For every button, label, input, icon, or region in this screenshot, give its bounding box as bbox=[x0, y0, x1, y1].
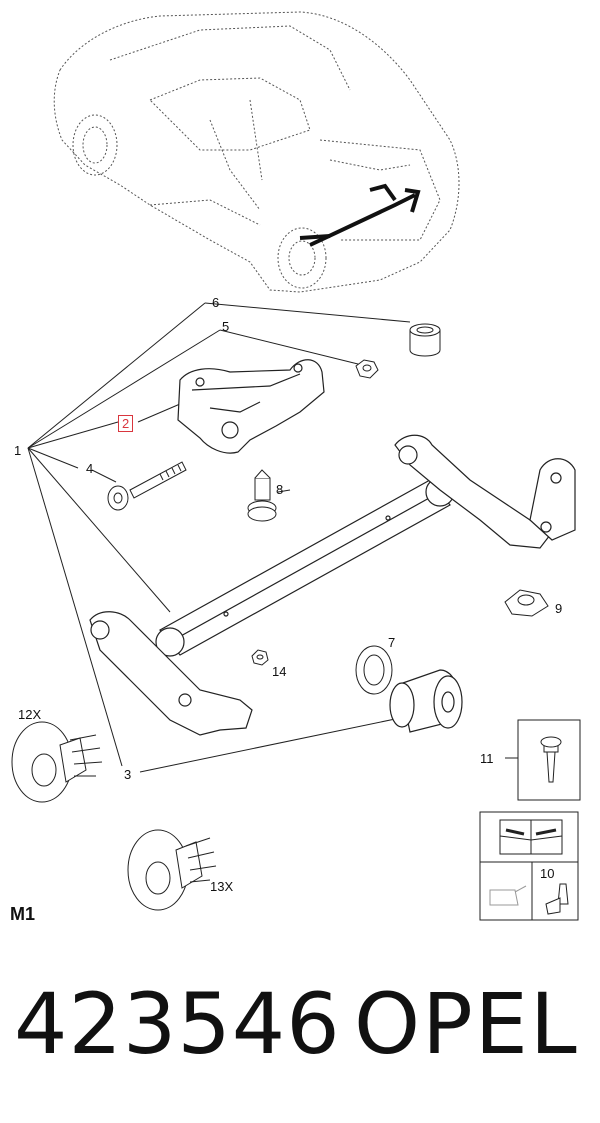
car-rear-axle-highlight bbox=[299, 183, 421, 247]
torsion-beam-axle bbox=[89, 434, 576, 736]
car-outline-illustration bbox=[53, 11, 460, 293]
service-info-box bbox=[479, 811, 579, 921]
callout-11: 11 bbox=[480, 751, 494, 766]
part-14-nut bbox=[251, 649, 269, 666]
part-number: 423546 bbox=[14, 975, 341, 1073]
part-3-bush bbox=[389, 669, 463, 733]
part-7-washer bbox=[355, 645, 393, 695]
brand-name: OPEL bbox=[354, 975, 579, 1073]
wrench-book-icon bbox=[499, 819, 563, 855]
part-8-bolt bbox=[247, 469, 277, 522]
callout-14: 14 bbox=[272, 664, 287, 679]
callout-9: 9 bbox=[555, 601, 563, 616]
callout-5: 5 bbox=[222, 319, 230, 334]
callout-13x: 13X bbox=[210, 879, 234, 894]
part-6-bush bbox=[409, 323, 441, 357]
part-4-bolt bbox=[107, 461, 187, 511]
callout-12x: 12X bbox=[18, 707, 42, 722]
part-2-bracket bbox=[177, 359, 325, 454]
callout-10: 10 bbox=[540, 866, 555, 881]
callout-1: 1 bbox=[14, 443, 22, 458]
parts-diagram bbox=[11, 11, 581, 921]
callout-4: 4 bbox=[86, 461, 94, 476]
part-5-nut bbox=[355, 359, 379, 379]
part-11-box bbox=[517, 719, 581, 801]
wheel-hub-lower bbox=[127, 829, 217, 911]
part-9-nut bbox=[504, 589, 549, 617]
part-10-screw-icon bbox=[545, 883, 569, 915]
callout-7: 7 bbox=[388, 635, 396, 650]
leader-lines bbox=[27, 302, 518, 773]
wheel-hub-upper bbox=[11, 721, 103, 803]
oil-can-icon bbox=[489, 885, 527, 906]
callout-3: 3 bbox=[124, 767, 132, 782]
callout-6: 6 bbox=[212, 295, 220, 310]
callout-2: 2 bbox=[118, 415, 134, 432]
callout-8: 8 bbox=[276, 482, 284, 497]
sheet-id: M1 bbox=[10, 904, 36, 924]
